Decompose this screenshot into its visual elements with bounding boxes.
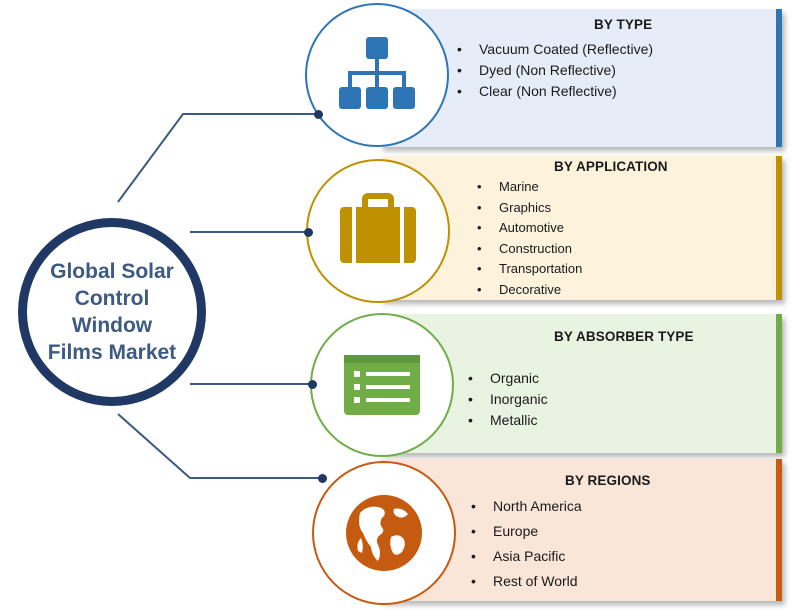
absorber-item: Organic: [468, 368, 548, 389]
regions-item: Asia Pacific: [471, 544, 582, 569]
absorber-title: BY ABSORBER TYPE: [554, 329, 694, 344]
connector-regions: [117, 413, 322, 479]
regions-icon-circle: [312, 461, 456, 605]
absorber-icon-circle: [310, 313, 454, 457]
connector-dot-regions: [318, 474, 327, 483]
application-list: Marine Graphics Automotive Construction …: [477, 177, 582, 301]
center-circle: Global Solar Control Window Films Market: [18, 218, 206, 406]
application-item: Marine: [477, 177, 582, 198]
regions-title: BY REGIONS: [565, 473, 651, 488]
absorber-item: Metallic: [468, 410, 548, 431]
hierarchy-icon: [339, 37, 415, 109]
connector-dot-type: [314, 110, 323, 119]
center-title: Global Solar Control Window Films Market: [47, 260, 177, 364]
regions-item: Rest of World: [471, 569, 582, 594]
list-icon: [344, 355, 420, 415]
application-item: Decorative: [477, 280, 582, 301]
application-title: BY APPLICATION: [554, 159, 668, 174]
application-item: Automotive: [477, 218, 582, 239]
application-item: Graphics: [477, 198, 582, 219]
application-item: Construction: [477, 239, 582, 260]
suitcase-icon: [340, 193, 416, 263]
application-item: Transportation: [477, 259, 582, 280]
type-item: Clear (Non Reflective): [457, 81, 653, 102]
application-panel: BY APPLICATION Marine Graphics Automotiv…: [380, 156, 782, 300]
application-icon-circle: [306, 159, 450, 303]
connector-dot-absorber: [308, 380, 317, 389]
connector-type: [117, 113, 318, 203]
globe-icon: [346, 495, 422, 571]
regions-item: North America: [471, 494, 582, 519]
absorber-item: Inorganic: [468, 389, 548, 410]
absorber-list: Organic Inorganic Metallic: [468, 368, 548, 431]
type-title: BY TYPE: [594, 17, 653, 32]
type-list: Vacuum Coated (Reflective) Dyed (Non Ref…: [457, 39, 653, 102]
type-item: Vacuum Coated (Reflective): [457, 39, 653, 60]
regions-list: North America Europe Asia Pacific Rest o…: [471, 494, 582, 594]
type-icon-circle: [305, 3, 449, 147]
type-item: Dyed (Non Reflective): [457, 60, 653, 81]
connector-dot-application: [304, 228, 313, 237]
regions-item: Europe: [471, 519, 582, 544]
